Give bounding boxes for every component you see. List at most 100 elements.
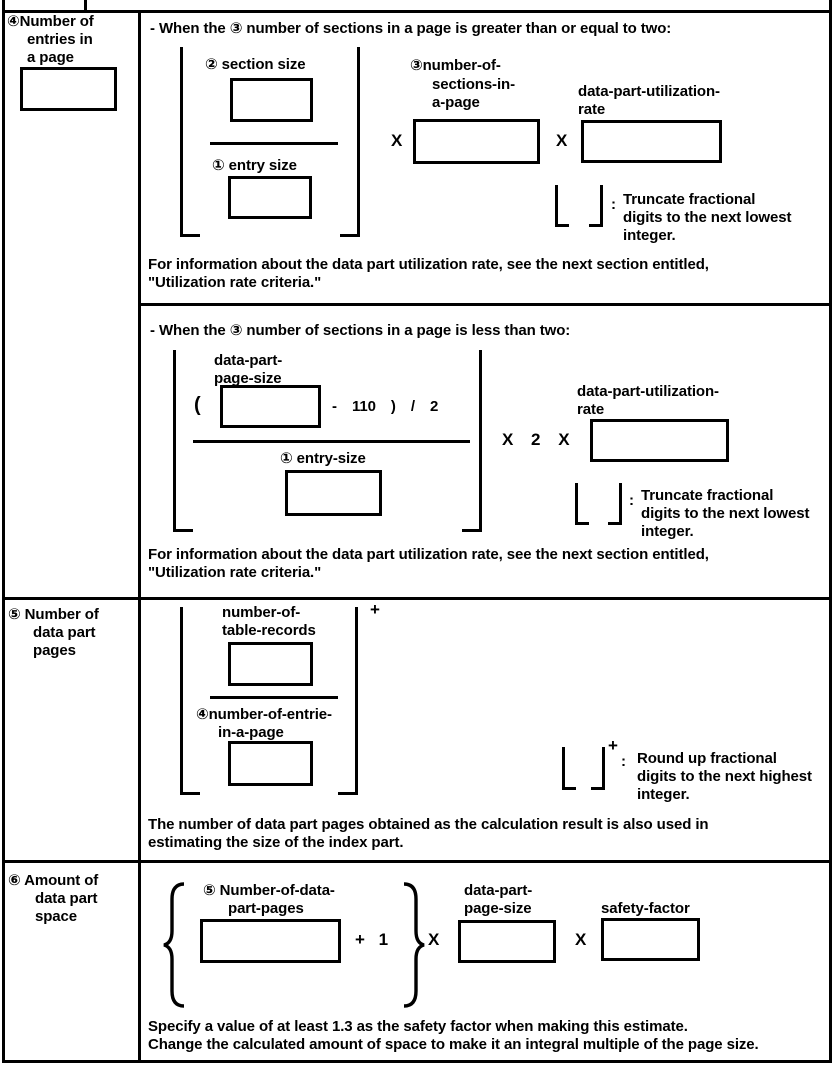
caseB-floor-bracket-right [462, 350, 482, 532]
row5-entries-in-page-box [228, 741, 313, 786]
row5-legend-plus: + [608, 736, 618, 755]
row-separator-3 [2, 860, 832, 863]
row5-legend-line3: integer. [637, 786, 690, 803]
row5-denominator-label-line1: ④number-of-entrie- [196, 706, 332, 723]
row5-numerator-label-line1: number-of- [222, 604, 301, 621]
row6-term2-label-line1: data-part- [464, 882, 533, 899]
caseA-times-2: X [556, 131, 568, 150]
caseB-note-line2: "Utilization rate criteria." [148, 564, 322, 581]
caseA-factor2-label-line2: rate [578, 101, 606, 118]
curly-brace-close-icon [398, 882, 428, 1008]
caseB-legend-colon: : [629, 492, 634, 509]
caseB-legend-line2: digits to the next lowest [641, 505, 810, 522]
caseB-fraction-bar [193, 440, 470, 443]
table-border-left [2, 0, 5, 1063]
caseA-factor1-label-line2: sections-in- [432, 76, 515, 93]
column-divider [138, 10, 141, 1063]
row5-label-line2: data part [33, 624, 96, 641]
curly-brace-open-icon [160, 882, 190, 1008]
row5-fraction-bar [210, 696, 338, 699]
caseA-factor2-label-line1: data-part-utilization- [578, 83, 720, 100]
caseA-utilization-rate-box [581, 120, 722, 163]
caseA-legend-floor-left [555, 185, 569, 227]
caseB-numerator-label-line2: page-size [214, 370, 282, 387]
caseA-factor1-label-line3: a-page [432, 94, 480, 111]
caseB-floor-bracket-left [173, 350, 193, 532]
row-separator-top [2, 10, 832, 13]
caseB-open-paren: ( [194, 394, 201, 416]
caseA-note-line1: For information about the data part util… [148, 256, 709, 273]
caseB-factor-label-line2: rate [577, 401, 605, 418]
row4-label-line3: a page [27, 49, 74, 66]
table-border-bottom [2, 1060, 832, 1063]
caseA-number-of-sections-box [413, 119, 540, 164]
caseA-legend-colon: : [611, 196, 616, 213]
row6-times-1: X [428, 930, 440, 949]
row6-term1-label-line1: ⑤ Number-of-data- [203, 882, 335, 899]
previous-row-divider [84, 0, 87, 12]
caseB-note-line1: For information about the data part util… [148, 546, 709, 563]
row5-label-line1: ⑤ Number of [8, 606, 99, 623]
caseB-page-size-box [220, 385, 321, 428]
row6-page-size-box [458, 920, 556, 963]
row4-label-line1: ④Number of [7, 13, 94, 30]
row5-label-line3: pages [33, 642, 76, 659]
caseB-numerator-label-line1: data-part- [214, 352, 283, 369]
caseB-legend-line3: integer. [641, 523, 694, 540]
table-border-right [829, 0, 832, 1063]
row5-note-line1: The number of data part pages obtained a… [148, 816, 709, 833]
caseA-floor-bracket-left [180, 47, 200, 237]
caseA-denominator-label: ① entry size [212, 157, 297, 174]
row6-note-line1: Specify a value of at least 1.3 as the s… [148, 1018, 688, 1035]
row5-plus-superscript: + [370, 600, 380, 619]
caseA-legend-line2: digits to the next lowest [623, 209, 792, 226]
row5-table-records-box [228, 642, 313, 686]
caseA-condition: - When the ③ number of sections in a pag… [150, 20, 672, 37]
row6-term2-label-line2: page-size [464, 900, 532, 917]
row6-times-2: X [575, 930, 587, 949]
caseB-factor-label-line1: data-part-utilization- [577, 383, 719, 400]
caseB-multiplier: X 2 X [502, 430, 570, 449]
row4-blank-box [20, 67, 117, 111]
row5-denominator-label-line2: in-a-page [218, 724, 284, 741]
caseA-times-1: X [391, 131, 403, 150]
row6-label-line3: space [35, 908, 78, 925]
row5-note-line2: estimating the size of the index part. [148, 834, 404, 851]
caseA-legend-line3: integer. [623, 227, 676, 244]
row5-legend-floor-left [562, 747, 576, 790]
row6-plus-one: + 1 [355, 930, 389, 949]
caseB-entry-size-box [285, 470, 382, 516]
caseB-constant-expression: - 110 ) / 2 [332, 398, 439, 415]
case-separator [138, 303, 832, 306]
caseB-condition: - When the ③ number of sections in a pag… [150, 322, 571, 339]
caseA-legend-line1: Truncate fractional [623, 191, 756, 208]
caseA-fraction-bar [210, 142, 338, 145]
row6-data-part-pages-box [200, 919, 341, 963]
caseB-legend-floor-right [608, 483, 622, 525]
row5-floor-bracket-right [338, 607, 358, 795]
row-separator-2 [2, 597, 832, 600]
caseA-section-size-box [230, 78, 313, 122]
caseB-denominator-label: ① entry-size [280, 450, 366, 467]
row5-legend-colon: : [621, 753, 626, 770]
row5-legend-line1: Round up fractional [637, 750, 777, 767]
caseA-entry-size-box [228, 176, 312, 219]
row5-legend-line2: digits to the next highest [637, 768, 812, 785]
row6-label-line1: ⑥ Amount of [8, 872, 99, 889]
caseA-legend-floor-right [589, 185, 603, 227]
caseA-note-line2: "Utilization rate criteria." [148, 274, 322, 291]
caseB-legend-floor-left [575, 483, 589, 525]
caseA-factor1-label-line1: ③number-of- [410, 57, 501, 74]
caseB-legend-line1: Truncate fractional [641, 487, 774, 504]
row6-term1-label-line2: part-pages [228, 900, 304, 917]
caseB-utilization-rate-box [590, 419, 729, 462]
caseA-numerator-label: ② section size [205, 56, 306, 73]
row6-label-line2: data part [35, 890, 98, 907]
row4-label-line2: entries in [27, 31, 93, 48]
row6-safety-factor-box [601, 918, 700, 961]
row5-floor-bracket-left [180, 607, 200, 795]
row5-numerator-label-line2: table-records [222, 622, 316, 639]
row5-legend-floor-right [591, 747, 605, 790]
row6-note-line2: Change the calculated amount of space to… [148, 1036, 759, 1053]
